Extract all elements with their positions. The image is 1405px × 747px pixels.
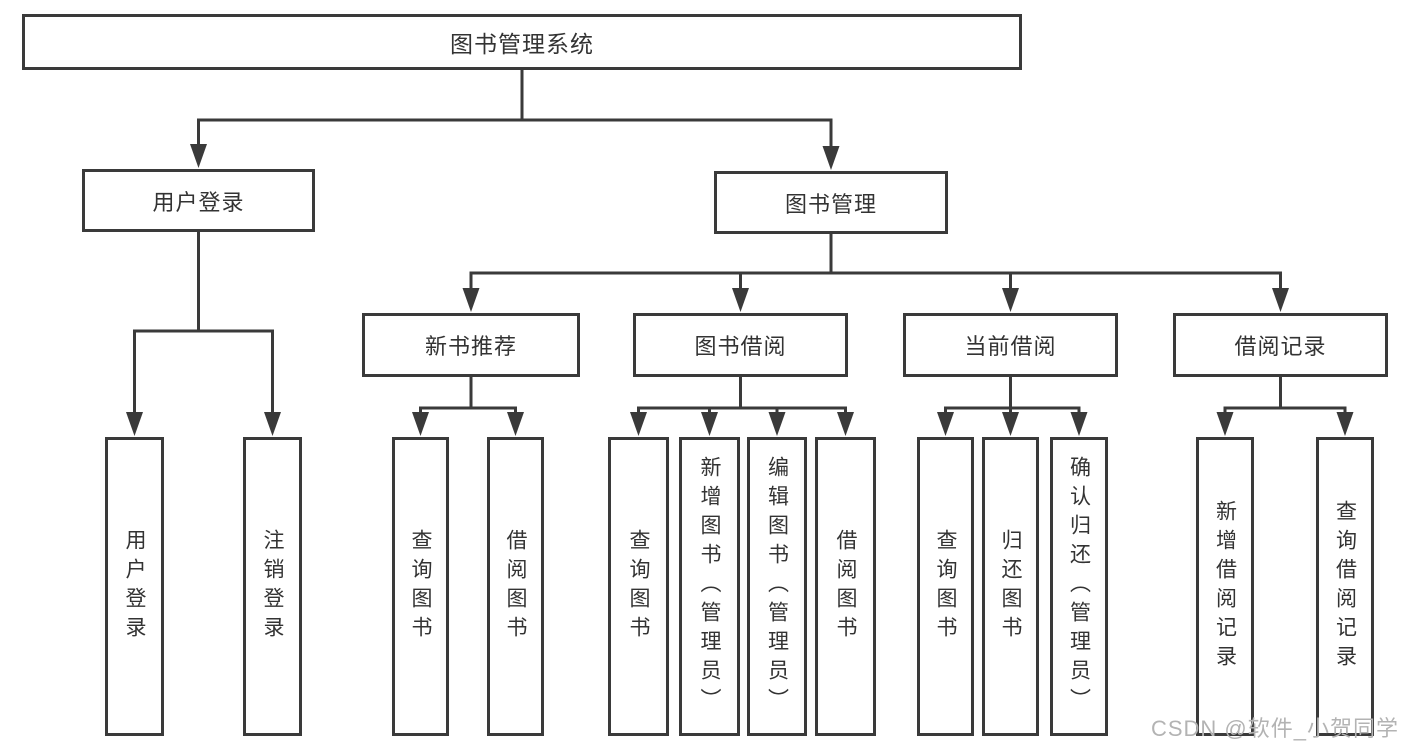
leaf-return-books: 归还图书 [982, 437, 1039, 736]
leaf-confirm-return-admin: 确认归还（管理员） [1050, 437, 1108, 736]
node-current-borrowing: 当前借阅 [903, 313, 1118, 377]
watermark: CSDN @软件_小贺同学 [1150, 716, 1399, 741]
leaf-query-books-3: 查询图书 [917, 437, 974, 736]
node-book-borrowing: 图书借阅 [633, 313, 848, 377]
node-book-management: 图书管理 [714, 171, 948, 234]
node-borrowing-records: 借阅记录 [1173, 313, 1388, 377]
leaf-add-borrow-record-label: 新增借阅记录 [1213, 499, 1237, 674]
leaf-query-books-1-label: 查询图书 [409, 528, 432, 645]
leaf-logout: 注销登录 [243, 437, 302, 736]
leaf-return-books-label: 归还图书 [999, 528, 1022, 645]
leaf-query-books-1: 查询图书 [392, 437, 449, 736]
leaf-query-borrow-record: 查询借阅记录 [1316, 437, 1374, 736]
leaf-user-login: 用户登录 [105, 437, 164, 736]
leaf-add-book-admin-label: 新增图书（管理员） [698, 456, 721, 717]
leaf-edit-book-admin-label: 编辑图书（管理员） [765, 456, 789, 717]
leaf-borrow-books-1-label: 借阅图书 [504, 528, 527, 645]
node-new-book-recommend: 新书推荐 [362, 313, 580, 377]
leaf-edit-book-admin: 编辑图书（管理员） [747, 437, 807, 736]
leaf-borrow-books-1: 借阅图书 [487, 437, 544, 736]
leaf-borrow-books-2-label: 借阅图书 [834, 528, 857, 645]
leaf-query-books-2: 查询图书 [608, 437, 669, 736]
leaf-confirm-return-admin-label: 确认归还（管理员） [1067, 456, 1091, 717]
leaf-query-books-3-label: 查询图书 [934, 528, 957, 645]
node-user-login: 用户登录 [82, 169, 315, 232]
leaf-query-books-2-label: 查询图书 [627, 528, 650, 645]
leaf-query-borrow-record-label: 查询借阅记录 [1333, 499, 1357, 674]
leaf-logout-label: 注销登录 [261, 528, 284, 645]
leaf-user-login-label: 用户登录 [123, 528, 146, 645]
leaf-add-borrow-record: 新增借阅记录 [1196, 437, 1254, 736]
leaf-borrow-books-2: 借阅图书 [815, 437, 876, 736]
node-library-management-system: 图书管理系统 [22, 14, 1022, 70]
leaf-add-book-admin: 新增图书（管理员） [679, 437, 740, 736]
